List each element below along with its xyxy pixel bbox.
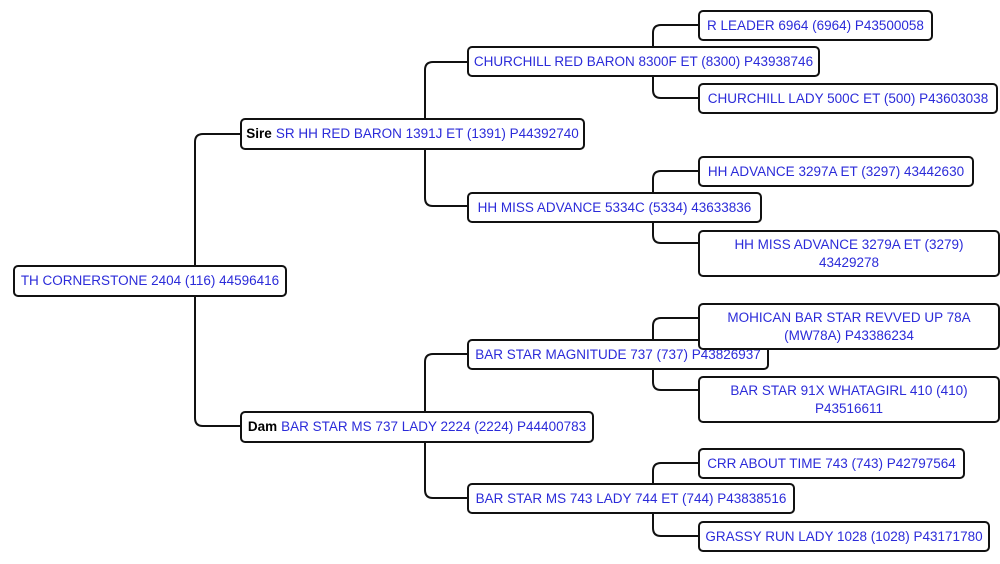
sire-dam-dam-link[interactable]: HH MISS ADVANCE 3279A ET (3279) 43429278	[734, 236, 964, 270]
sire-dam-sire-link[interactable]: HH ADVANCE 3297A ET (3297) 43442630	[707, 163, 965, 179]
dam-link[interactable]: BAR STAR MS 737 LADY 2224 (2224) P444007…	[281, 419, 587, 434]
sire-dam-node[interactable]: HH MISS ADVANCE 5334C (5334) 43633836	[467, 192, 762, 223]
sire-node[interactable]: Sire SR HH RED BARON 1391J ET (1391) P44…	[240, 118, 585, 150]
dam-dam-link[interactable]: BAR STAR MS 743 LADY 744 ET (744) P43838…	[475, 490, 787, 506]
dam-role-label: Dam	[247, 419, 278, 434]
dam-dam-dam-link[interactable]: GRASSY RUN LADY 1028 (1028) P43171780	[705, 528, 983, 544]
dam-sire-sire-node[interactable]: MOHICAN BAR STAR REVVED UP 78A (MW78A) P…	[698, 303, 1000, 350]
dam-dam-sire-link[interactable]: CRR ABOUT TIME 743 (743) P42797564	[707, 455, 956, 471]
dam-dam-dam-node[interactable]: GRASSY RUN LADY 1028 (1028) P43171780	[698, 521, 990, 552]
dam-dam-sire-node[interactable]: CRR ABOUT TIME 743 (743) P42797564	[698, 448, 965, 479]
dam-node[interactable]: Dam BAR STAR MS 737 LADY 2224 (2224) P44…	[240, 411, 594, 443]
sire-sire-sire-link[interactable]: R LEADER 6964 (6964) P43500058	[707, 17, 924, 33]
sire-role-label: Sire	[246, 126, 272, 141]
sire-sire-link[interactable]: CHURCHILL RED BARON 8300F ET (8300) P439…	[473, 53, 814, 69]
sire-dam-sire-node[interactable]: HH ADVANCE 3297A ET (3297) 43442630	[698, 156, 974, 187]
subject-node[interactable]: TH CORNERSTONE 2404 (116) 44596416	[13, 265, 287, 297]
sire-sire-node[interactable]: CHURCHILL RED BARON 8300F ET (8300) P439…	[467, 46, 820, 77]
sire-dam-link[interactable]: HH MISS ADVANCE 5334C (5334) 43633836	[477, 199, 752, 215]
sire-sire-sire-node[interactable]: R LEADER 6964 (6964) P43500058	[698, 10, 933, 41]
dam-sire-link[interactable]: BAR STAR MAGNITUDE 737 (737) P43826937	[475, 346, 761, 362]
dam-sire-sire-link[interactable]: MOHICAN BAR STAR REVVED UP 78A (MW78A) P…	[727, 309, 971, 343]
sire-link[interactable]: SR HH RED BARON 1391J ET (1391) P4439274…	[275, 126, 579, 141]
dam-dam-node[interactable]: BAR STAR MS 743 LADY 744 ET (744) P43838…	[467, 483, 795, 514]
sire-sire-dam-node[interactable]: CHURCHILL LADY 500C ET (500) P43603038	[698, 83, 998, 114]
subject-link[interactable]: TH CORNERSTONE 2404 (116) 44596416	[20, 273, 280, 288]
dam-sire-node[interactable]: BAR STAR MAGNITUDE 737 (737) P43826937	[467, 339, 769, 370]
dam-sire-dam-node[interactable]: BAR STAR 91X WHATAGIRL 410 (410) P435166…	[698, 376, 1000, 423]
dam-sire-dam-link[interactable]: BAR STAR 91X WHATAGIRL 410 (410) P435166…	[730, 382, 968, 416]
sire-sire-dam-link[interactable]: CHURCHILL LADY 500C ET (500) P43603038	[707, 90, 989, 106]
sire-dam-dam-node[interactable]: HH MISS ADVANCE 3279A ET (3279) 43429278	[698, 230, 1000, 277]
